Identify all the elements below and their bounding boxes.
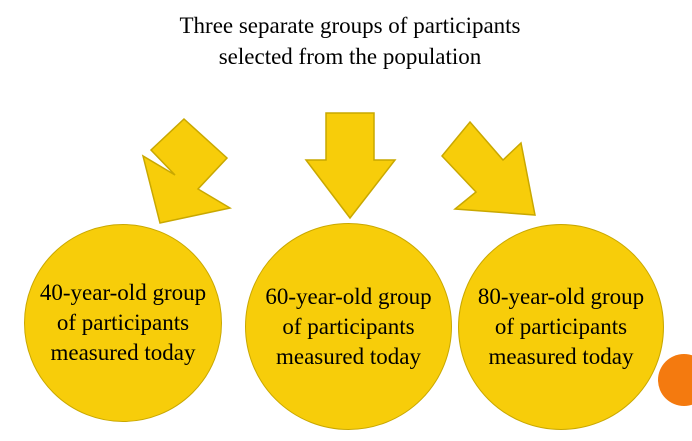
group-circle-80: 80-year-old group of participants measur… (458, 224, 664, 430)
group-label-80: 80-year-old group of participants measur… (477, 284, 645, 369)
group-label-60: 60-year-old group of participants measur… (265, 283, 432, 369)
arrow-left (141, 117, 233, 224)
diagram-title: Three separate groups of participants se… (179, 13, 521, 69)
arrow-middle (304, 112, 397, 220)
accent-dot (658, 354, 692, 406)
group-circle-60: 60-year-old group of participants measur… (245, 223, 452, 430)
group-circle-40: 40-year-old group of participants measur… (24, 224, 222, 422)
arrow-right (441, 120, 536, 216)
group-label-40: 40-year-old group of participants measur… (39, 280, 207, 365)
